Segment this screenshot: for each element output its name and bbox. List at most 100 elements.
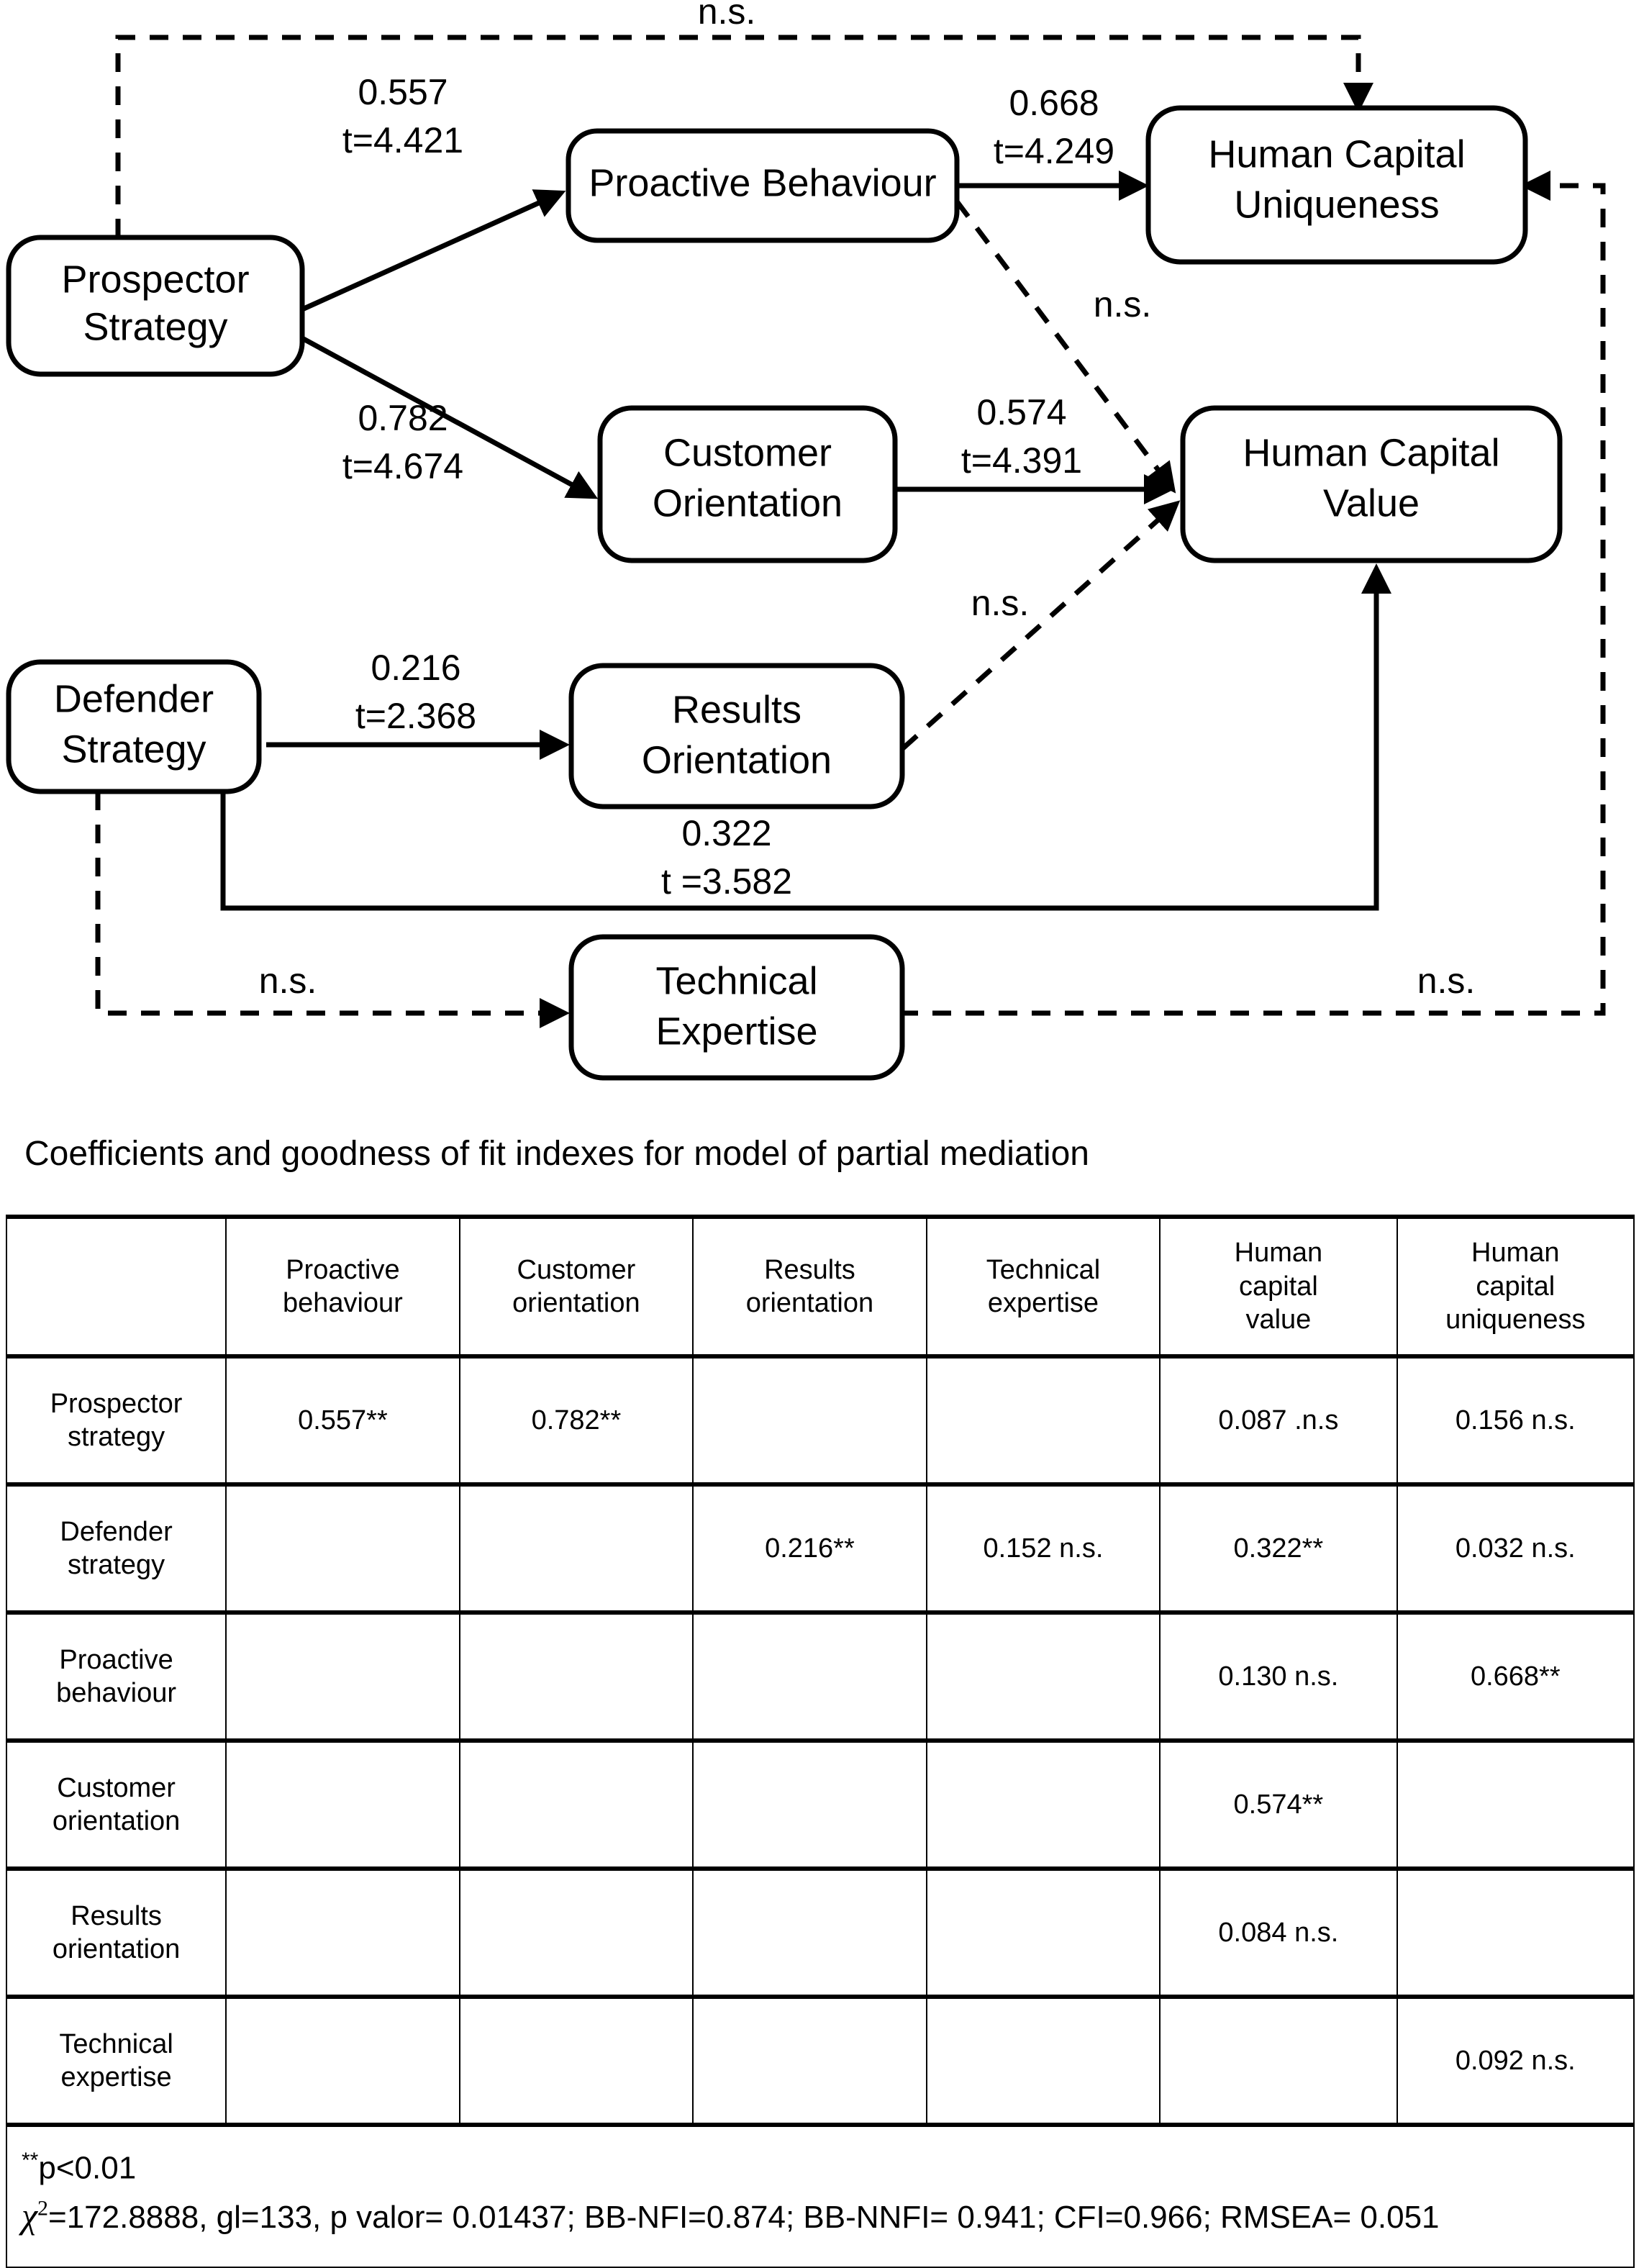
significance-marker: ** bbox=[22, 2148, 39, 2172]
node-proactive-behaviour-line1: Proactive Behaviour bbox=[589, 161, 936, 204]
edge-label-proactive-hcunique-coef: 0.668 bbox=[1009, 83, 1099, 123]
cell-value bbox=[925, 1740, 1161, 1871]
col-header-line: behaviour bbox=[282, 1288, 403, 1318]
node-technical-expertise: Technical Expertise bbox=[568, 934, 905, 1081]
row-header-customer-orientation: Customer orientation bbox=[5, 1740, 227, 1871]
cell-value: 0.130 n.s. bbox=[1159, 1612, 1398, 1743]
cell-value: 0.092 n.s. bbox=[1396, 1996, 1635, 2127]
col-header-line: uniqueness bbox=[1445, 1305, 1586, 1335]
col-header-line: capital bbox=[1476, 1271, 1556, 1302]
edge-label-prospector-proactive-coef: 0.557 bbox=[358, 72, 448, 112]
edge-label-defender-results-coef: 0.216 bbox=[371, 648, 460, 688]
table-row: Prospector strategy 0.557** 0.782** 0.08… bbox=[5, 1356, 1635, 1487]
col-header-proactive-behaviour: Proactive behaviour bbox=[225, 1215, 460, 1358]
path-diagram: n.s. 0.557 t=4.421 0.782 t=4.674 0.668 t… bbox=[0, 0, 1644, 1108]
node-human-capital-uniqueness-line2: Uniqueness bbox=[1234, 183, 1439, 226]
col-header-customer-orientation: Customer orientation bbox=[458, 1215, 694, 1358]
col-header-human-capital-value: Human capital value bbox=[1159, 1215, 1398, 1358]
node-defender-strategy: Defender Strategy bbox=[6, 659, 262, 794]
node-human-capital-value-line2: Value bbox=[1323, 481, 1420, 525]
col-header-line: Customer bbox=[517, 1254, 636, 1285]
node-results-orientation-line1: Results bbox=[672, 688, 801, 731]
edge-defender-technical: n.s. bbox=[95, 791, 570, 1028]
row-header-line: Prospector bbox=[50, 1388, 183, 1419]
node-customer-orientation-line2: Orientation bbox=[653, 481, 843, 525]
node-customer-orientation: Customer Orientation bbox=[597, 405, 898, 563]
table-row: Results orientation 0.084 n.s. bbox=[5, 1868, 1635, 1999]
cell-value: 0.557** bbox=[225, 1356, 460, 1487]
cell-value: 0.152 n.s. bbox=[925, 1484, 1161, 1615]
edge-label-defender-results-t: t=2.368 bbox=[355, 696, 476, 736]
edge-label-results-hcvalue: n.s. bbox=[971, 583, 1030, 623]
row-header-proactive-behaviour: Proactive behaviour bbox=[5, 1612, 227, 1743]
cell-value bbox=[225, 1996, 460, 2127]
col-header-line: capital bbox=[1238, 1271, 1318, 1302]
cell-value: 0.574** bbox=[1159, 1740, 1398, 1871]
row-header-line: Proactive bbox=[59, 1644, 173, 1675]
row-header-line: orientation bbox=[52, 1806, 181, 1836]
row-header-line: Technical bbox=[59, 2028, 173, 2059]
cell-value bbox=[925, 1996, 1161, 2127]
node-results-orientation: Results Orientation bbox=[568, 663, 905, 809]
chi-square-symbol: χ2 bbox=[22, 2195, 48, 2236]
node-prospector-strategy: Prospector Strategy bbox=[6, 235, 305, 377]
edge-results-hcvalue: n.s. bbox=[901, 500, 1181, 750]
edge-label-prospector-proactive-t: t=4.421 bbox=[342, 120, 463, 160]
table-notes-cell: **p<0.01 χ2=172.8888, gl=133, p valor= 0… bbox=[6, 2123, 1635, 2268]
node-human-capital-uniqueness: Human Capital Uniqueness bbox=[1145, 105, 1528, 265]
row-header-line: Customer bbox=[57, 1772, 176, 1803]
cell-value bbox=[225, 1740, 460, 1871]
cell-value bbox=[925, 1356, 1161, 1487]
node-customer-orientation-line1: Customer bbox=[663, 431, 832, 474]
significance-note: **p<0.01 bbox=[22, 2146, 1619, 2190]
col-header-technical-expertise: Technical expertise bbox=[925, 1215, 1161, 1358]
table-notes-row: **p<0.01 χ2=172.8888, gl=133, p valor= 0… bbox=[6, 2123, 1635, 2268]
cell-value bbox=[692, 1612, 927, 1743]
node-defender-strategy-line1: Defender bbox=[54, 677, 214, 720]
cell-value: 0.032 n.s. bbox=[1396, 1484, 1635, 1615]
edge-label-defender-technical: n.s. bbox=[259, 961, 317, 1001]
cell-value bbox=[458, 1996, 694, 2127]
edge-label-customer-hcvalue-t: t=4.391 bbox=[961, 440, 1082, 481]
cell-value: 0.322** bbox=[1159, 1484, 1398, 1615]
cell-value bbox=[692, 1356, 927, 1487]
cell-value bbox=[1396, 1868, 1635, 1999]
chi-exponent: 2 bbox=[37, 2196, 48, 2221]
edge-label-defender-hcvalue-t: t =3.582 bbox=[661, 861, 792, 902]
edge-prospector-customer: 0.782 t=4.674 bbox=[301, 335, 599, 499]
col-header-line: Proactive bbox=[286, 1254, 400, 1285]
edge-label-technical-hcunique: n.s. bbox=[1417, 961, 1476, 1001]
col-header-line: orientation bbox=[512, 1288, 640, 1318]
significance-text: p<0.01 bbox=[38, 2150, 137, 2186]
row-header-defender-strategy: Defender strategy bbox=[5, 1484, 227, 1615]
edge-label-prospector-hcunique: n.s. bbox=[698, 0, 756, 32]
col-header-results-orientation: Results orientation bbox=[692, 1215, 927, 1358]
col-header-human-capital-uniqueness: Human capital uniqueness bbox=[1396, 1215, 1635, 1358]
node-technical-expertise-line2: Expertise bbox=[655, 1010, 817, 1053]
row-header-line: expertise bbox=[60, 2062, 172, 2092]
col-header-line: value bbox=[1245, 1305, 1312, 1335]
row-header-results-orientation: Results orientation bbox=[5, 1868, 227, 1999]
fit-indexes-note: χ2=172.8888, gl=133, p valor= 0.01437; B… bbox=[22, 2190, 1619, 2242]
edge-proactive-hcunique: 0.668 t=4.249 bbox=[957, 83, 1149, 201]
edge-technical-hcunique: n.s. bbox=[899, 171, 1606, 1016]
cell-value bbox=[925, 1868, 1161, 1999]
cell-value: 0.156 n.s. bbox=[1396, 1356, 1635, 1487]
cell-value: 0.216** bbox=[692, 1484, 927, 1615]
row-header-line: Defender bbox=[60, 1516, 173, 1547]
table-row: Defender strategy 0.216** 0.152 n.s. 0.3… bbox=[5, 1484, 1635, 1615]
coefficients-table: Proactive behaviour Customer orientation… bbox=[5, 1215, 1635, 2268]
edge-prospector-hcunique: n.s. bbox=[115, 0, 1373, 237]
edge-defender-results: 0.216 t=2.368 bbox=[266, 648, 570, 760]
col-header-line: Human bbox=[1234, 1238, 1323, 1269]
cell-value: 0.087 .n.s bbox=[1159, 1356, 1398, 1487]
table-header-row: Proactive behaviour Customer orientation… bbox=[5, 1215, 1635, 1358]
cell-value bbox=[458, 1740, 694, 1871]
col-header-line: Technical bbox=[986, 1254, 1101, 1285]
edge-customer-hcvalue: 0.574 t=4.391 bbox=[896, 392, 1174, 504]
node-technical-expertise-line1: Technical bbox=[655, 959, 817, 1002]
table-row: Customer orientation 0.574** bbox=[5, 1740, 1635, 1871]
edge-defender-hcvalue: 0.322 t =3.582 bbox=[220, 563, 1391, 911]
row-header-line: strategy bbox=[67, 1422, 165, 1452]
